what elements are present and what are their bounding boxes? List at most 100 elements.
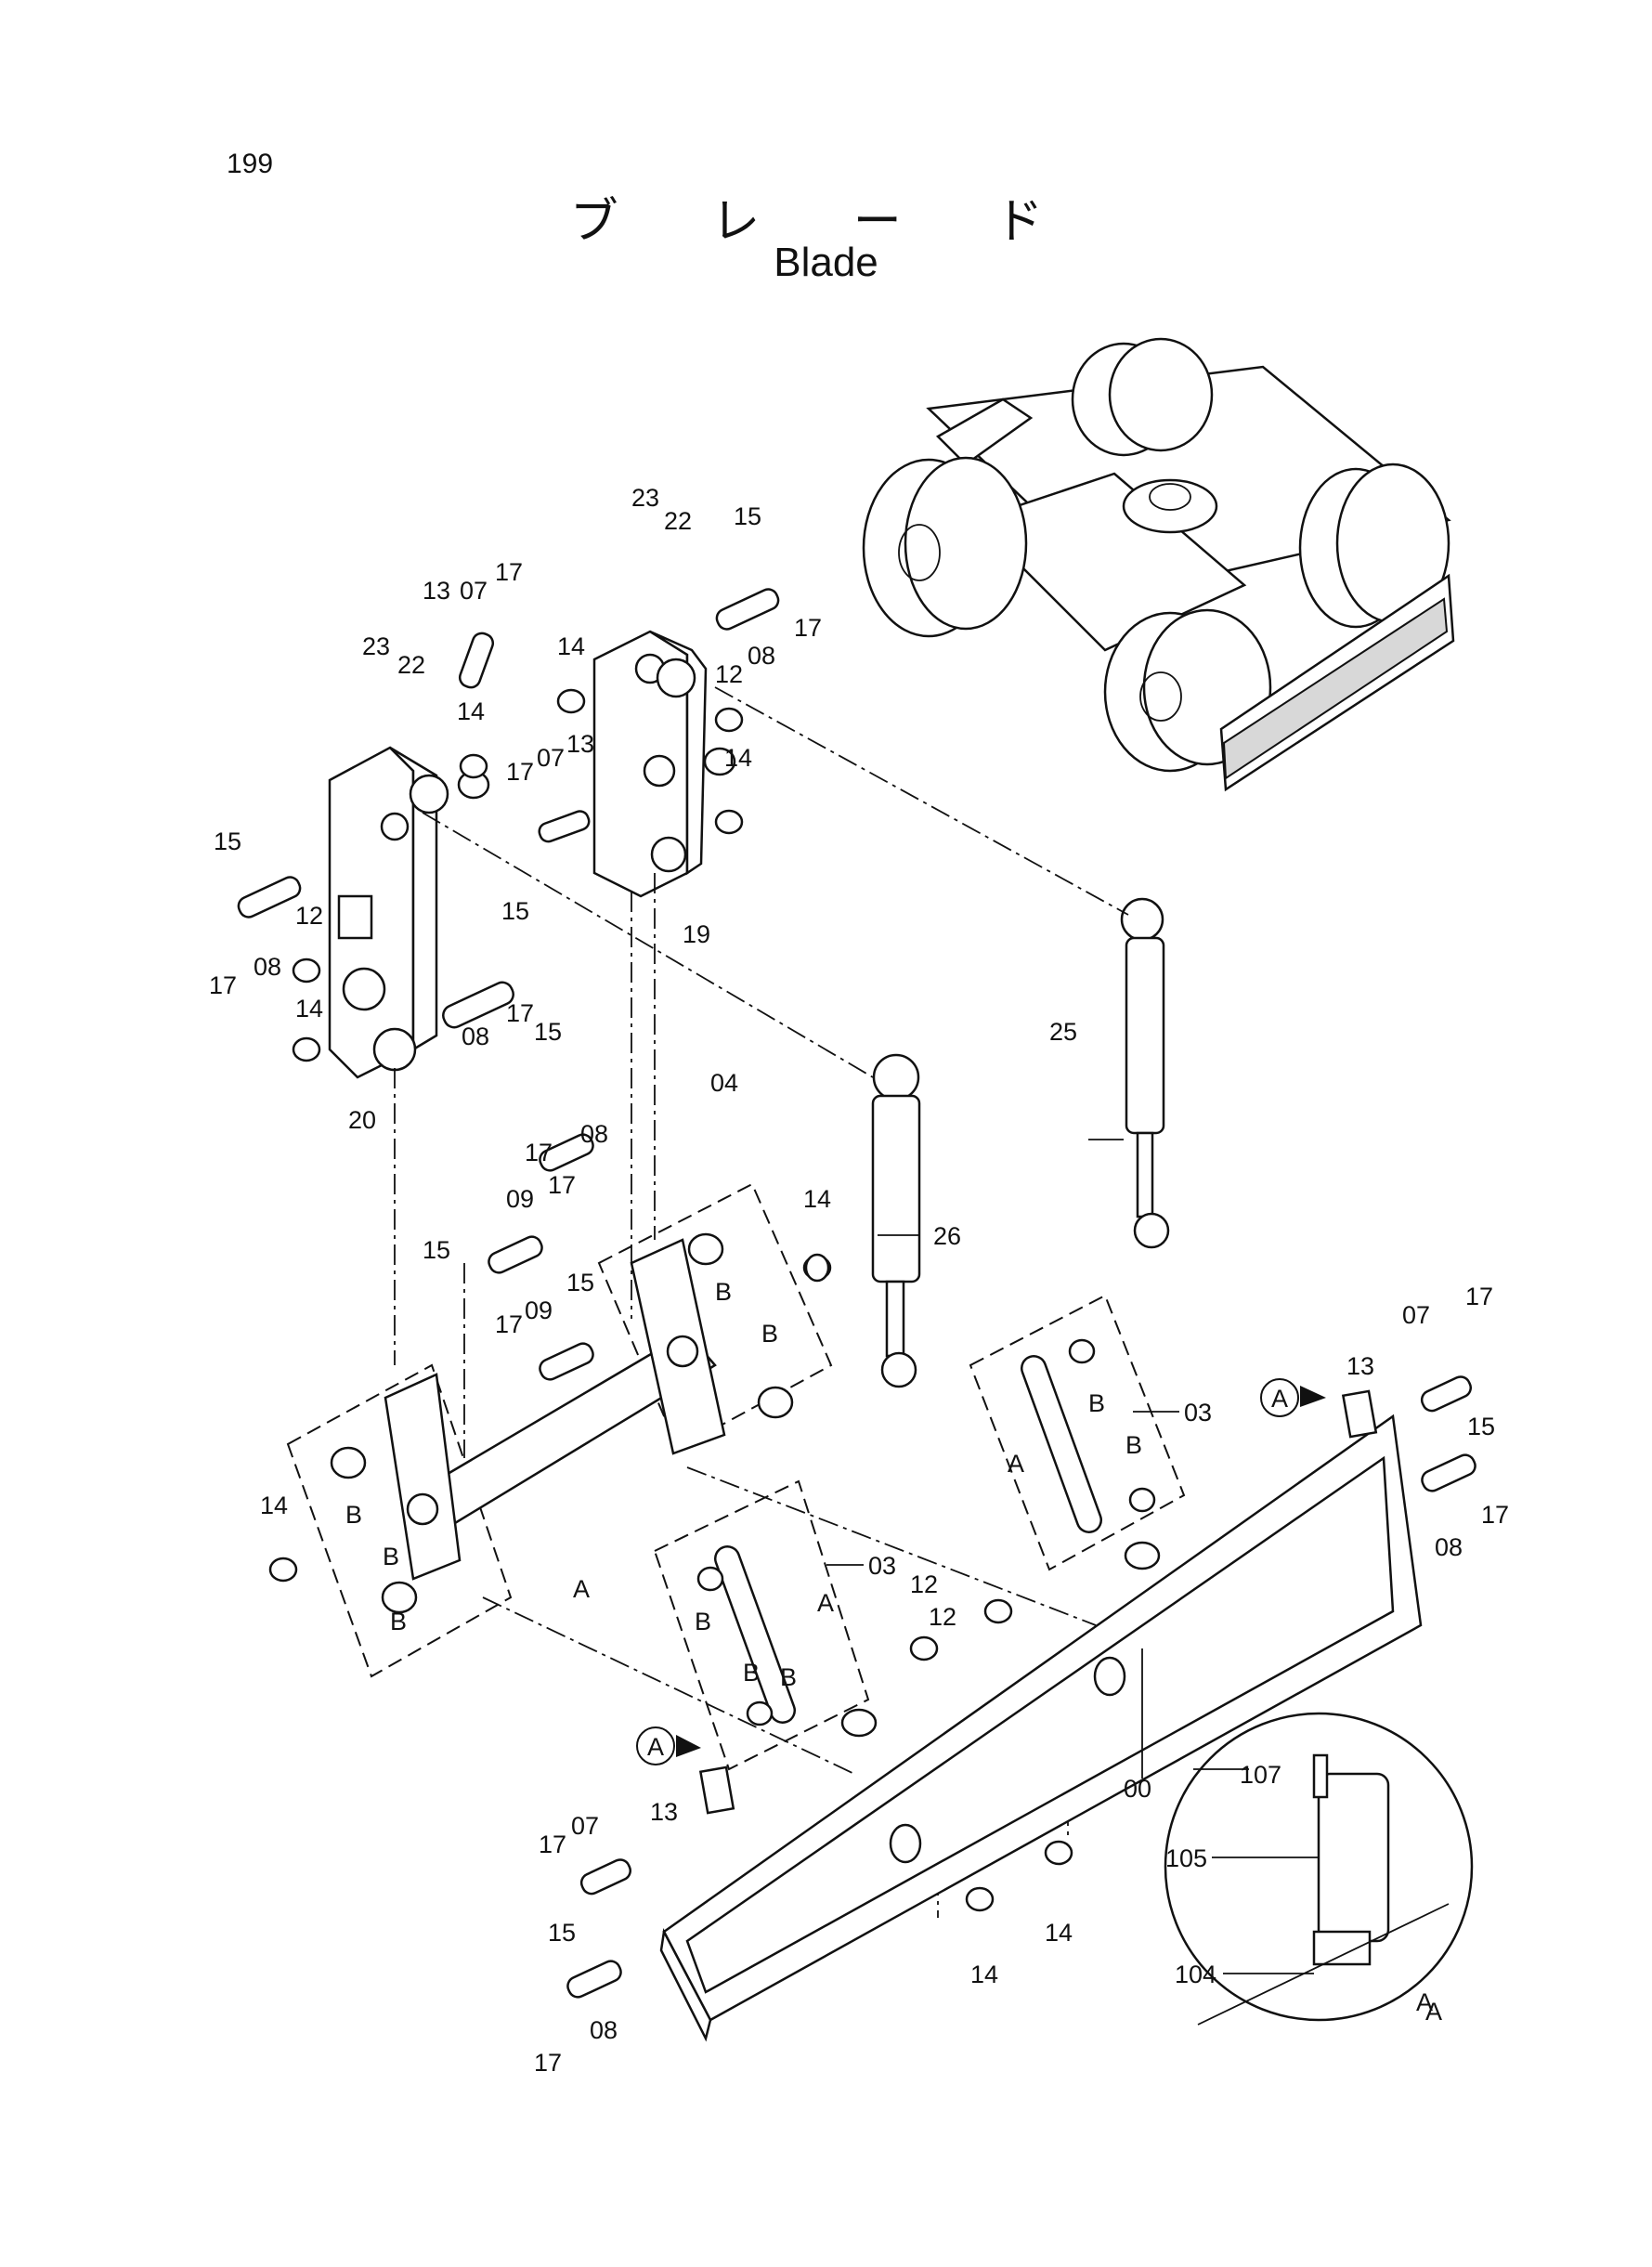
part-callouts: 23 22 15 17 08 12 14 13 07 17 07 13 17 1…	[209, 484, 1509, 2077]
callout-17: 17	[209, 971, 237, 999]
callout-25: 25	[1049, 1018, 1077, 1046]
callout-08: 08	[590, 2016, 618, 2044]
group-box-left-link	[286, 1363, 513, 1678]
cylinder-26	[871, 1053, 921, 1388]
callout-17: 17	[495, 1310, 523, 1338]
callout-17: 17	[534, 2049, 562, 2077]
title-english: Blade	[774, 240, 878, 285]
links-03	[696, 1338, 1156, 1726]
blade-body	[659, 1389, 1423, 2042]
label-b: B	[695, 1608, 711, 1635]
callout-09: 09	[506, 1185, 534, 1213]
callout-15: 15	[534, 1018, 562, 1046]
detail-view-a	[1164, 1712, 1474, 2026]
label-b: B	[761, 1320, 778, 1348]
pins-and-fittings	[237, 588, 832, 1381]
callout-12: 12	[929, 1603, 956, 1631]
callout-13: 13	[566, 730, 594, 758]
svg-text:A: A	[1271, 1385, 1288, 1413]
label-b: B	[1088, 1389, 1105, 1417]
callout-12: 12	[715, 660, 743, 688]
group-box-03-lower	[653, 1479, 870, 1771]
callout-12: 12	[295, 902, 323, 930]
label-a: A	[1416, 1988, 1433, 2016]
cylinder-25	[1120, 897, 1170, 1249]
group-box-03-upper	[969, 1294, 1186, 1571]
callout-13: 13	[1346, 1352, 1374, 1380]
label-a: A	[817, 1589, 834, 1617]
push-frame	[268, 1232, 830, 1614]
callout-14: 14	[260, 1492, 288, 1519]
callout-17: 17	[794, 614, 822, 642]
label-b: B	[383, 1543, 399, 1570]
label-b: B	[390, 1608, 407, 1635]
callout-19: 19	[683, 920, 710, 948]
callout-08: 08	[1435, 1533, 1463, 1561]
callout-12: 12	[910, 1570, 938, 1598]
callout-17: 17	[525, 1139, 553, 1166]
title-japanese: ブ レ ー ド	[569, 194, 1083, 250]
callout-07: 07	[1402, 1301, 1430, 1329]
svg-text:A: A	[647, 1733, 664, 1761]
callout-17: 17	[539, 1831, 566, 1858]
callout-15: 15	[423, 1236, 450, 1264]
callout-07: 07	[571, 1812, 599, 1840]
reference-marker-a-right: A	[1260, 1378, 1326, 1417]
label-b: B	[743, 1659, 760, 1687]
callout-17: 17	[506, 999, 534, 1027]
callout-17: 17	[548, 1171, 576, 1199]
label-a: A	[1008, 1450, 1024, 1478]
callout-14: 14	[457, 697, 485, 725]
callout-04: 04	[710, 1069, 738, 1097]
callout-14: 14	[970, 1961, 998, 1988]
blade-end-pins	[566, 1375, 1476, 1999]
callout-15: 15	[501, 897, 529, 925]
callout-17: 17	[1481, 1501, 1509, 1529]
label-b: B	[345, 1501, 362, 1529]
left-mounting-bracket	[328, 746, 490, 1079]
callout-15: 15	[214, 827, 241, 855]
callout-23: 23	[362, 632, 390, 660]
label-a: A	[573, 1575, 590, 1603]
callout-07: 07	[537, 744, 565, 772]
callout-13: 13	[650, 1798, 678, 1826]
callout-08: 08	[462, 1023, 489, 1050]
reference-marker-a-left: A	[636, 1726, 701, 1765]
callout-15: 15	[734, 502, 761, 530]
callout-14: 14	[1045, 1919, 1073, 1947]
label-a: A	[1425, 1998, 1442, 2026]
callout-15: 15	[566, 1269, 594, 1296]
callout-08: 08	[748, 642, 775, 670]
callout-15: 15	[548, 1919, 576, 1947]
callout-22: 22	[397, 651, 425, 679]
callout-03: 03	[868, 1552, 896, 1580]
label-b: B	[715, 1278, 732, 1306]
callout-23: 23	[631, 484, 659, 512]
callout-17: 17	[506, 758, 534, 786]
callout-08: 08	[254, 953, 281, 981]
callout-14: 14	[557, 632, 585, 660]
vehicle-illustration	[862, 337, 1455, 792]
callout-09: 09	[525, 1296, 553, 1324]
callout-107: 107	[1240, 1761, 1281, 1789]
callout-00: 00	[1124, 1775, 1151, 1803]
callout-15: 15	[1467, 1413, 1495, 1440]
center-mounting-bracket	[592, 630, 736, 898]
callout-105: 105	[1165, 1844, 1207, 1872]
callout-104: 104	[1175, 1961, 1216, 1988]
callout-13: 13	[423, 577, 450, 605]
callout-26: 26	[933, 1222, 961, 1250]
label-b: B	[780, 1663, 797, 1691]
callout-14: 14	[803, 1185, 831, 1213]
callout-14: 14	[295, 995, 323, 1023]
callout-17: 17	[1465, 1283, 1493, 1310]
callout-14: 14	[724, 744, 752, 772]
label-b: B	[1125, 1431, 1142, 1459]
leader-lines	[826, 1139, 1319, 1974]
alignment-lines	[394, 686, 1129, 1918]
callout-07: 07	[460, 577, 488, 605]
callout-08: 08	[580, 1120, 608, 1148]
page-number: 199	[227, 149, 274, 179]
callout-17: 17	[495, 558, 523, 586]
